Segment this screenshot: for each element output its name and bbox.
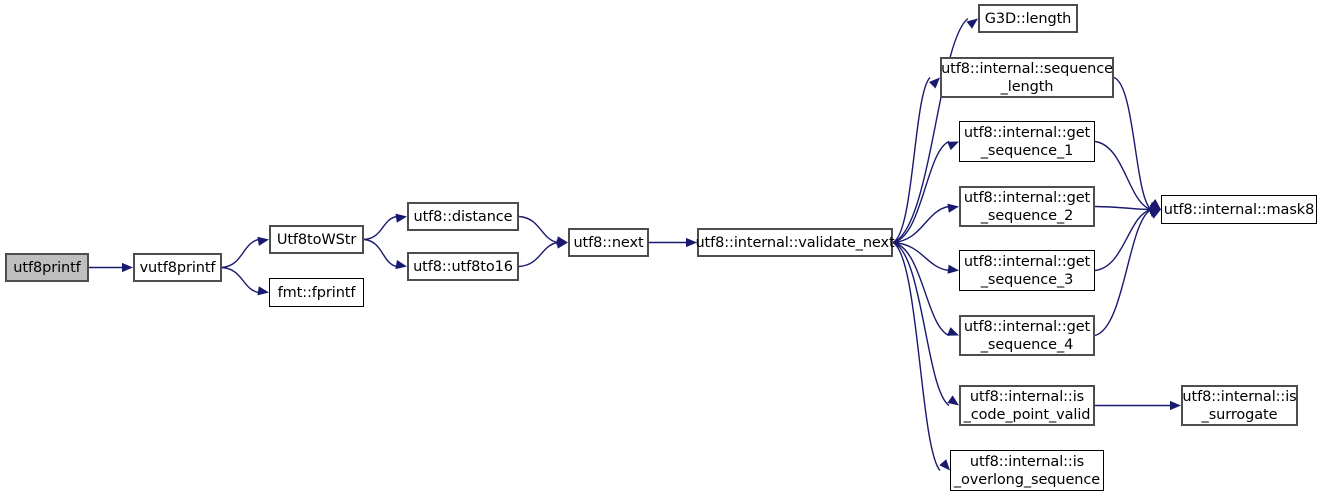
graph-edge-utf8_utf8to16-to-utf8_next — [518, 241, 559, 268]
graph-edge-arrowhead — [1149, 204, 1161, 214]
graph-node-label: utf8::internal::is _overlong_sequence — [953, 453, 1101, 488]
graph-node-label: utf8::internal::is _surrogate — [1182, 388, 1297, 423]
graph-node-is_surrogate[interactable]: utf8::internal::is _surrogate — [1181, 385, 1298, 426]
graph-node-label: utf8::internal::get _sequence_1 — [963, 124, 1091, 159]
graph-node-get_sequence_3[interactable]: utf8::internal::get _sequence_3 — [959, 250, 1095, 291]
graph-node-label: vutf8printf — [139, 259, 216, 276]
graph-node-label: utf8::internal::validate_next — [695, 234, 895, 251]
graph-node-is_code_point_valid[interactable]: utf8::internal::is _code_point_valid — [959, 385, 1095, 426]
graph-node-label: Utf8toWStr — [276, 231, 357, 248]
graph-node-label: utf8::distance — [413, 208, 513, 225]
graph-edge-validate_next-to-get_sequence_1 — [892, 140, 950, 244]
graph-node-label: utf8::internal::is _code_point_valid — [963, 388, 1091, 423]
graph-node-g3d_length[interactable]: G3D::length — [978, 4, 1078, 33]
graph-node-label: utf8::internal::get _sequence_3 — [963, 253, 1091, 288]
graph-edge-sequence_length-to-mask8 — [1113, 76, 1152, 211]
graph-node-get_sequence_2[interactable]: utf8::internal::get _sequence_2 — [959, 186, 1095, 227]
graph-edge-arrowhead — [556, 236, 568, 246]
graph-node-label: G3D::length — [984, 10, 1072, 27]
graph-edge-Utf8toWStr-to-utf8_distance — [363, 215, 398, 241]
graph-edge-arrowhead — [1170, 400, 1181, 411]
graph-node-label: utf8::internal::get _sequence_2 — [963, 189, 1091, 224]
graph-edge-get_sequence_4-to-mask8 — [1094, 208, 1152, 337]
graph-edge-validate_next-to-g3d_length — [892, 17, 969, 244]
graph-node-utf8_next[interactable]: utf8::next — [568, 228, 649, 257]
graph-edge-get_sequence_1-to-mask8 — [1094, 140, 1152, 211]
graph-edge-validate_next-to-is_overlong_sequence — [892, 241, 941, 471]
graph-edge-arrowhead — [257, 286, 269, 296]
graph-node-get_sequence_1[interactable]: utf8::internal::get _sequence_1 — [959, 121, 1095, 162]
graph-edge-arrowhead — [395, 260, 407, 270]
graph-edge-arrowhead — [395, 213, 407, 223]
graph-node-utf8_utf8to16[interactable]: utf8::utf8to16 — [407, 252, 519, 281]
graph-edge-validate_next-to-is_code_point_valid — [892, 241, 950, 407]
graph-node-utf8_distance[interactable]: utf8::distance — [407, 202, 519, 231]
graph-node-is_overlong_sequence[interactable]: utf8::internal::is _overlong_sequence — [950, 450, 1104, 491]
graph-edge-vutf8printf-to-fmt_fprintf — [221, 266, 260, 294]
graph-edge-arrowhead — [257, 236, 269, 246]
graph-edge-vutf8printf-to-Utf8toWStr — [221, 238, 260, 269]
graph-edge-Utf8toWStr-to-utf8_utf8to16 — [363, 238, 398, 268]
graph-edge-arrowhead — [556, 239, 568, 249]
graph-edge-arrowhead — [947, 203, 959, 213]
graph-node-label: utf8::internal::sequence _length — [941, 60, 1113, 95]
graph-node-label: utf8::next — [573, 234, 644, 251]
graph-node-validate_next[interactable]: utf8::internal::validate_next — [695, 228, 895, 257]
graph-edge-get_sequence_2-to-mask8 — [1094, 205, 1152, 211]
graph-node-label: utf8::utf8to16 — [413, 258, 513, 275]
graph-node-vutf8printf[interactable]: vutf8printf — [133, 253, 222, 282]
graph-edge-validate_next-to-get_sequence_3 — [892, 241, 950, 272]
graph-node-label: fmt::fprintf — [277, 284, 356, 301]
graph-node-mask8[interactable]: utf8::internal::mask8 — [1161, 195, 1317, 224]
graph-node-label: utf8::internal::mask8 — [1163, 201, 1315, 218]
graph-node-fmt_fprintf[interactable]: fmt::fprintf — [269, 278, 364, 307]
graph-edge-arrowhead — [122, 262, 133, 273]
graph-edge-validate_next-to-get_sequence_2 — [892, 205, 950, 244]
graph-edge-get_sequence_3-to-mask8 — [1094, 208, 1152, 272]
graph-node-label: utf8printf — [13, 259, 81, 276]
graph-edge-validate_next-to-sequence_length — [892, 77, 931, 244]
graph-edge-utf8_distance-to-utf8_next — [518, 215, 559, 244]
graph-node-label: utf8::internal::get _sequence_4 — [963, 318, 1091, 353]
graph-edge-validate_next-to-get_sequence_4 — [892, 241, 950, 337]
graph-node-Utf8toWStr[interactable]: Utf8toWStr — [269, 225, 364, 254]
graph-node-sequence_length[interactable]: utf8::internal::sequence _length — [940, 57, 1114, 98]
graph-node-get_sequence_4[interactable]: utf8::internal::get _sequence_4 — [959, 315, 1095, 356]
graph-edge-arrowhead — [947, 264, 959, 274]
graph-node-utf8printf[interactable]: utf8printf — [5, 253, 89, 282]
